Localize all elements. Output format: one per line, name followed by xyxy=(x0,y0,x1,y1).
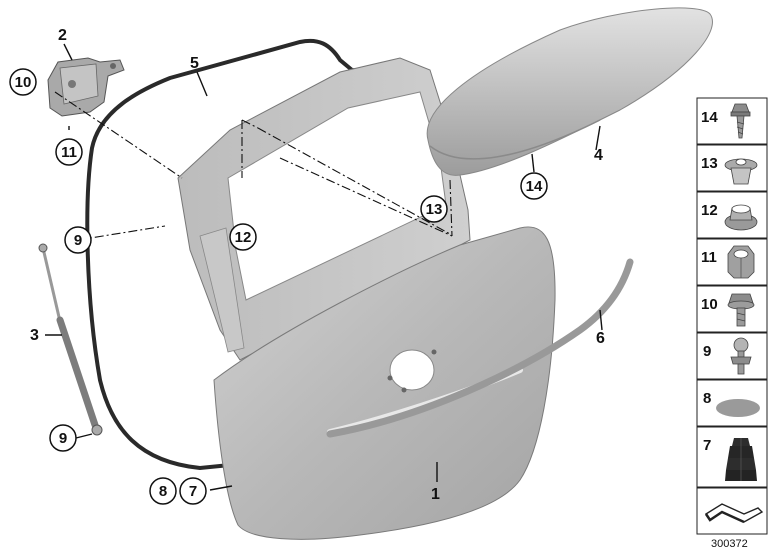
gas-strut xyxy=(38,243,103,436)
legend-cell-14 xyxy=(696,97,768,145)
callout-7: 7 xyxy=(179,477,207,505)
callout-14: 14 xyxy=(520,172,548,200)
callout-12: 12 xyxy=(229,223,257,251)
legend-num-8: 8 xyxy=(703,390,711,407)
leader-lines xyxy=(45,43,603,491)
inner-frame xyxy=(177,57,471,361)
rubber-buffer-icon xyxy=(725,438,757,481)
part-label-1: 1 xyxy=(431,486,440,503)
fastener-legend: 14 13 12 11 10 9 8 7 xyxy=(696,97,768,535)
svg-text:9: 9 xyxy=(59,430,67,447)
legend-num-7: 7 xyxy=(703,437,711,454)
hex-nut-icon xyxy=(727,245,755,279)
legend-num-9: 9 xyxy=(703,343,711,360)
legend-num-10: 10 xyxy=(701,296,718,313)
legend-num-12: 12 xyxy=(701,202,718,219)
callout-11: 11 xyxy=(55,138,83,166)
svg-text:12: 12 xyxy=(235,229,252,246)
weld-nut-icon xyxy=(724,204,758,231)
part-label-3: 3 xyxy=(30,327,39,344)
assembly-lines xyxy=(54,91,453,241)
part-label-6: 6 xyxy=(596,330,605,347)
legend-num-13: 13 xyxy=(701,155,718,172)
legend-cell-9 xyxy=(696,332,768,380)
clip-nut-icon xyxy=(724,158,758,185)
legend-num-14: 14 xyxy=(701,109,718,126)
callout-13: 13 xyxy=(420,195,448,223)
oval-pad-icon xyxy=(716,399,760,417)
svg-text:7: 7 xyxy=(189,483,197,500)
callout-8: 8 xyxy=(149,477,177,505)
svg-text:13: 13 xyxy=(426,201,443,218)
svg-text:8: 8 xyxy=(159,483,167,500)
part-label-5: 5 xyxy=(190,55,199,72)
legend-num-11: 11 xyxy=(701,249,717,266)
hinge xyxy=(47,57,125,117)
part-label-4: 4 xyxy=(594,147,603,164)
part-label-2: 2 xyxy=(58,27,67,44)
callout-9-top: 9 xyxy=(64,226,92,254)
ball-stud-icon xyxy=(730,337,752,375)
callout-10: 10 xyxy=(9,68,37,96)
callout-9-bottom: 9 xyxy=(49,424,77,452)
svg-text:9: 9 xyxy=(74,232,82,249)
reference-number: 300372 xyxy=(711,538,748,550)
spoiler xyxy=(426,7,713,176)
svg-text:10: 10 xyxy=(15,74,32,91)
svg-text:11: 11 xyxy=(61,144,77,161)
hex-bolt-icon xyxy=(727,293,755,327)
door-seal xyxy=(85,38,432,471)
trim-strip xyxy=(326,258,634,438)
screw-icon xyxy=(730,103,751,139)
assembly-symbol-icon xyxy=(704,503,764,524)
svg-text:14: 14 xyxy=(526,178,543,195)
